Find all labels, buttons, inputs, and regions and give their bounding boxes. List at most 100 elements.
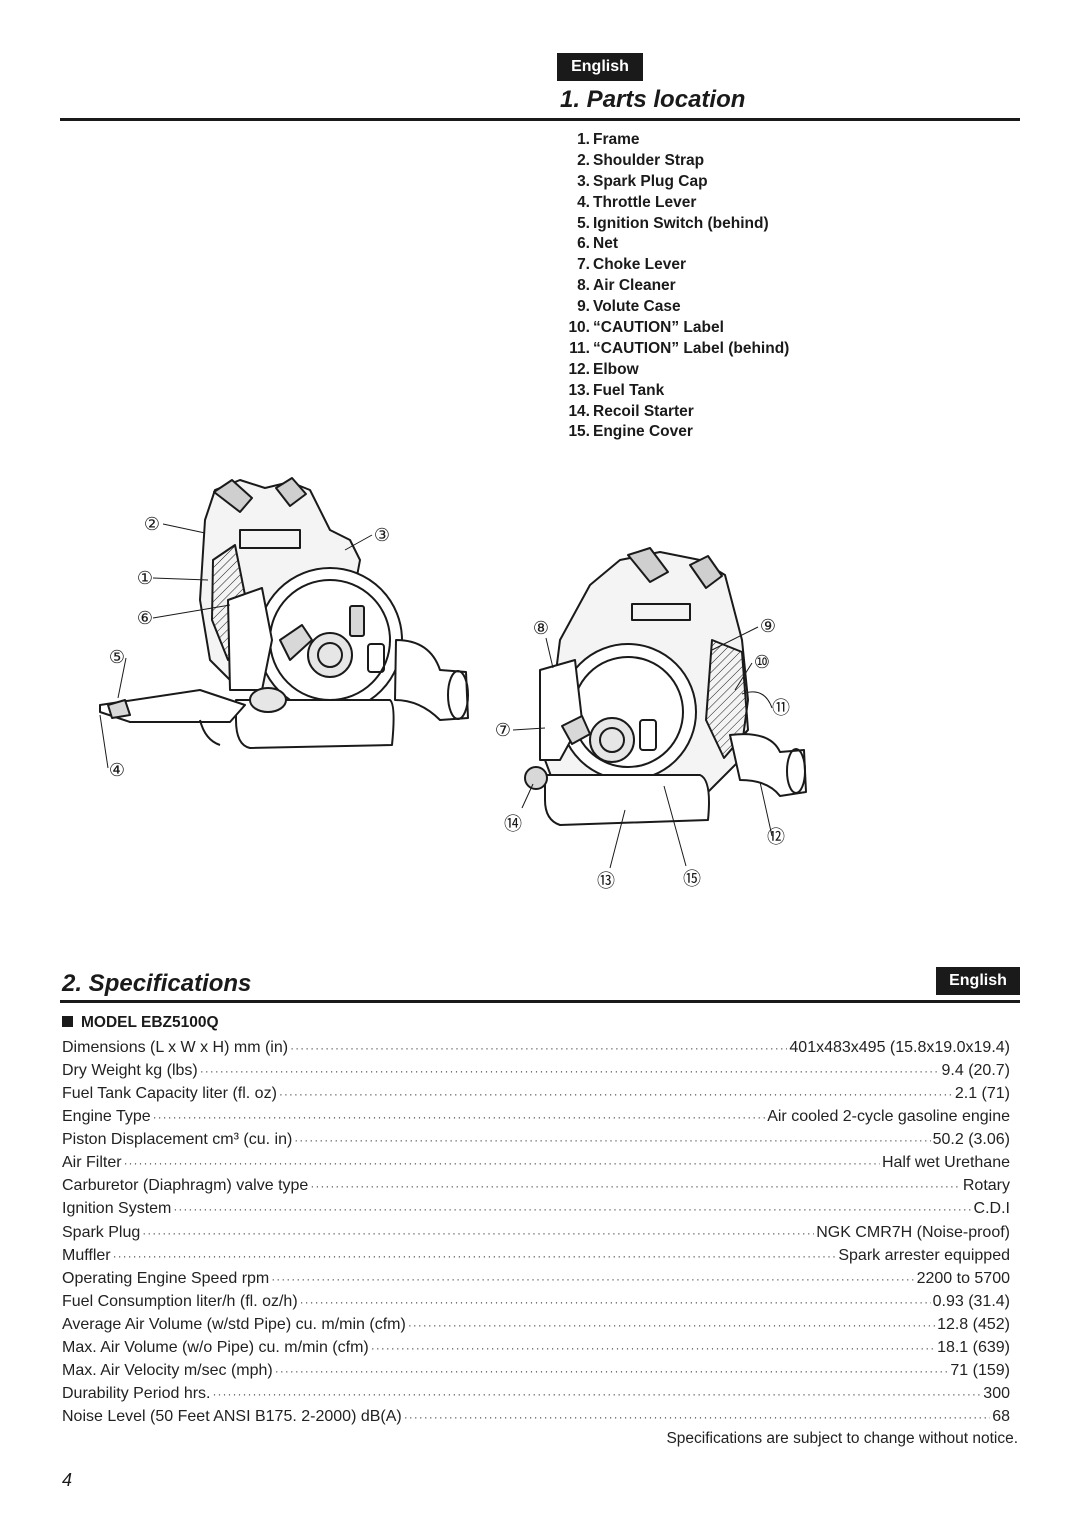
- dot-leader: ········································…: [407, 1317, 936, 1332]
- part-number: 5.: [577, 214, 590, 232]
- spec-label: Durability Period hrs.: [62, 1384, 211, 1402]
- spec-value: Rotary: [962, 1177, 1010, 1195]
- dot-leader: ········································…: [142, 1225, 815, 1240]
- part-name: Choke Lever: [593, 256, 687, 274]
- spec-value: 50.2 (3.06): [932, 1131, 1010, 1149]
- dot-leader: ········································…: [112, 1248, 837, 1263]
- part-name: Air Cleaner: [593, 277, 676, 295]
- spec-row: Average Air Volume (w/std Pipe) cu. m/mi…: [62, 1313, 1010, 1336]
- spec-row: Spark Plug······························…: [62, 1221, 1010, 1244]
- spec-label: Max. Air Velocity m/sec (mph): [62, 1361, 273, 1379]
- model-label: MODEL EBZ5100Q: [81, 1014, 219, 1031]
- callout-14: ⑭: [504, 814, 522, 835]
- parts-list-item: 6.Net: [560, 234, 789, 255]
- callout-11: ⑪: [772, 698, 790, 719]
- spec-value: 12.8 (452): [937, 1315, 1010, 1333]
- dot-leader: ········································…: [310, 1179, 961, 1194]
- callout-1: ①: [137, 568, 153, 589]
- part-name: “CAUTION” Label: [593, 319, 724, 337]
- parts-list-item: 1.Frame: [560, 130, 789, 151]
- callout-15: ⑮: [683, 869, 701, 890]
- language-badge: English: [557, 53, 643, 81]
- spec-value: NGK CMR7H (Noise-proof): [816, 1223, 1010, 1241]
- right-blower-figure: [512, 547, 807, 869]
- callout-3: ③: [374, 525, 390, 546]
- dot-leader: ········································…: [152, 1110, 766, 1125]
- specifications-note: Specifications are subject to change wit…: [666, 1430, 1018, 1447]
- spec-row: Dry Weight kg (lbs)·····················…: [62, 1059, 1010, 1082]
- callout-5: ⑤: [109, 647, 125, 668]
- spec-value: 68: [992, 1408, 1010, 1425]
- spec-row: Noise Level (50 Feet ANSI B175. 2-2000) …: [62, 1405, 1010, 1428]
- spec-row: Fuel Tank Capacity liter (fl. oz)·······…: [62, 1082, 1010, 1105]
- parts-list-item: 15.Engine Cover: [560, 422, 789, 443]
- parts-list-item: 12.Elbow: [560, 360, 789, 381]
- spec-label: Fuel Consumption liter/h (fl. oz/h): [62, 1292, 298, 1310]
- parts-list-item: 10.“CAUTION” Label: [560, 318, 789, 339]
- parts-list-item: 13.Fuel Tank: [560, 381, 789, 402]
- parts-list-item: 8.Air Cleaner: [560, 276, 789, 297]
- spec-value: 300: [983, 1384, 1010, 1402]
- parts-list-item: 2.Shoulder Strap: [560, 151, 789, 172]
- dot-leader: ········································…: [403, 1410, 990, 1424]
- spec-row: Max. Air Velocity m/sec (mph)···········…: [62, 1359, 1010, 1382]
- parts-list-item: 7.Choke Lever: [560, 255, 789, 276]
- dot-leader: ········································…: [173, 1202, 972, 1217]
- parts-list-item: 5.Ignition Switch (behind): [560, 214, 789, 235]
- spec-value: 401x483x495 (15.8x19.0x19.4): [789, 1039, 1010, 1056]
- spec-row: Muffler·································…: [62, 1244, 1010, 1267]
- part-number: 2.: [577, 151, 590, 169]
- spec-label: Carburetor (Diaphragm) valve type: [62, 1177, 309, 1195]
- callout-10: ⑩: [754, 652, 770, 673]
- dot-leader: ········································…: [278, 1087, 953, 1102]
- callout-7: ⑦: [495, 720, 511, 741]
- section-divider: [60, 1000, 1020, 1003]
- section-divider: [60, 118, 1020, 121]
- part-name: Engine Cover: [593, 423, 693, 441]
- spec-label: Dimensions (L x W x H) mm (in): [62, 1039, 289, 1056]
- spec-value: Half wet Urethane: [881, 1154, 1010, 1172]
- spec-value: Spark arrester equipped: [838, 1246, 1010, 1264]
- specifications-title: 2. Specifications: [62, 970, 252, 997]
- callout-8: ⑧: [533, 618, 549, 639]
- parts-list-item: 9.Volute Case: [560, 297, 789, 318]
- spec-label: Max. Air Volume (w/o Pipe) cu. m/min (cf…: [62, 1338, 369, 1356]
- spec-row: Dimensions (L x W x H) mm (in)··········…: [62, 1036, 1010, 1059]
- part-name: Fuel Tank: [593, 381, 665, 399]
- part-number: 8.: [577, 277, 590, 295]
- spec-row: Operating Engine Speed rpm··············…: [62, 1267, 1010, 1290]
- dot-leader: ········································…: [299, 1294, 931, 1309]
- part-name: Ignition Switch (behind): [593, 214, 769, 232]
- part-number: 3.: [577, 172, 590, 190]
- part-name: Volute Case: [593, 298, 681, 316]
- part-name: Elbow: [593, 360, 639, 378]
- spec-label: Fuel Tank Capacity liter (fl. oz): [62, 1085, 277, 1103]
- part-name: Throttle Lever: [593, 193, 697, 211]
- callout-12: ⑫: [767, 827, 785, 848]
- part-number: 1.: [577, 131, 590, 148]
- part-name: Spark Plug Cap: [593, 172, 708, 190]
- page-number: 4: [62, 1470, 73, 1490]
- specifications-table: Dimensions (L x W x H) mm (in) ··········…: [62, 1036, 1010, 1428]
- part-name: Shoulder Strap: [593, 151, 705, 169]
- callout-13: ⑬: [597, 871, 615, 892]
- callout-2: ②: [144, 514, 160, 535]
- part-number: 6.: [577, 235, 590, 253]
- spec-value: 2.1 (71): [954, 1085, 1010, 1103]
- spec-label: Operating Engine Speed rpm: [62, 1269, 270, 1287]
- spec-value: 2200 to 5700: [916, 1269, 1010, 1287]
- part-name: Frame: [593, 131, 640, 148]
- spec-row: Carburetor (Diaphragm) valve type·······…: [62, 1174, 1010, 1197]
- parts-list-item: 11.“CAUTION” Label (behind): [560, 339, 789, 360]
- spec-row: Max. Air Volume (w/o Pipe) cu. m/min (cf…: [62, 1336, 1010, 1359]
- spec-row: Engine Type·····························…: [62, 1105, 1010, 1128]
- callout-6: ⑥: [137, 608, 153, 629]
- spec-row: Piston Displacement cm³ (cu. in)········…: [62, 1128, 1010, 1151]
- dot-leader: ········································…: [274, 1363, 949, 1378]
- left-blower-figure: [99, 477, 469, 769]
- dot-leader: ········································…: [271, 1271, 914, 1286]
- spec-row: Ignition System·························…: [62, 1197, 1010, 1220]
- spec-row: Air Filter······························…: [62, 1151, 1010, 1174]
- spec-label: Engine Type: [62, 1108, 151, 1126]
